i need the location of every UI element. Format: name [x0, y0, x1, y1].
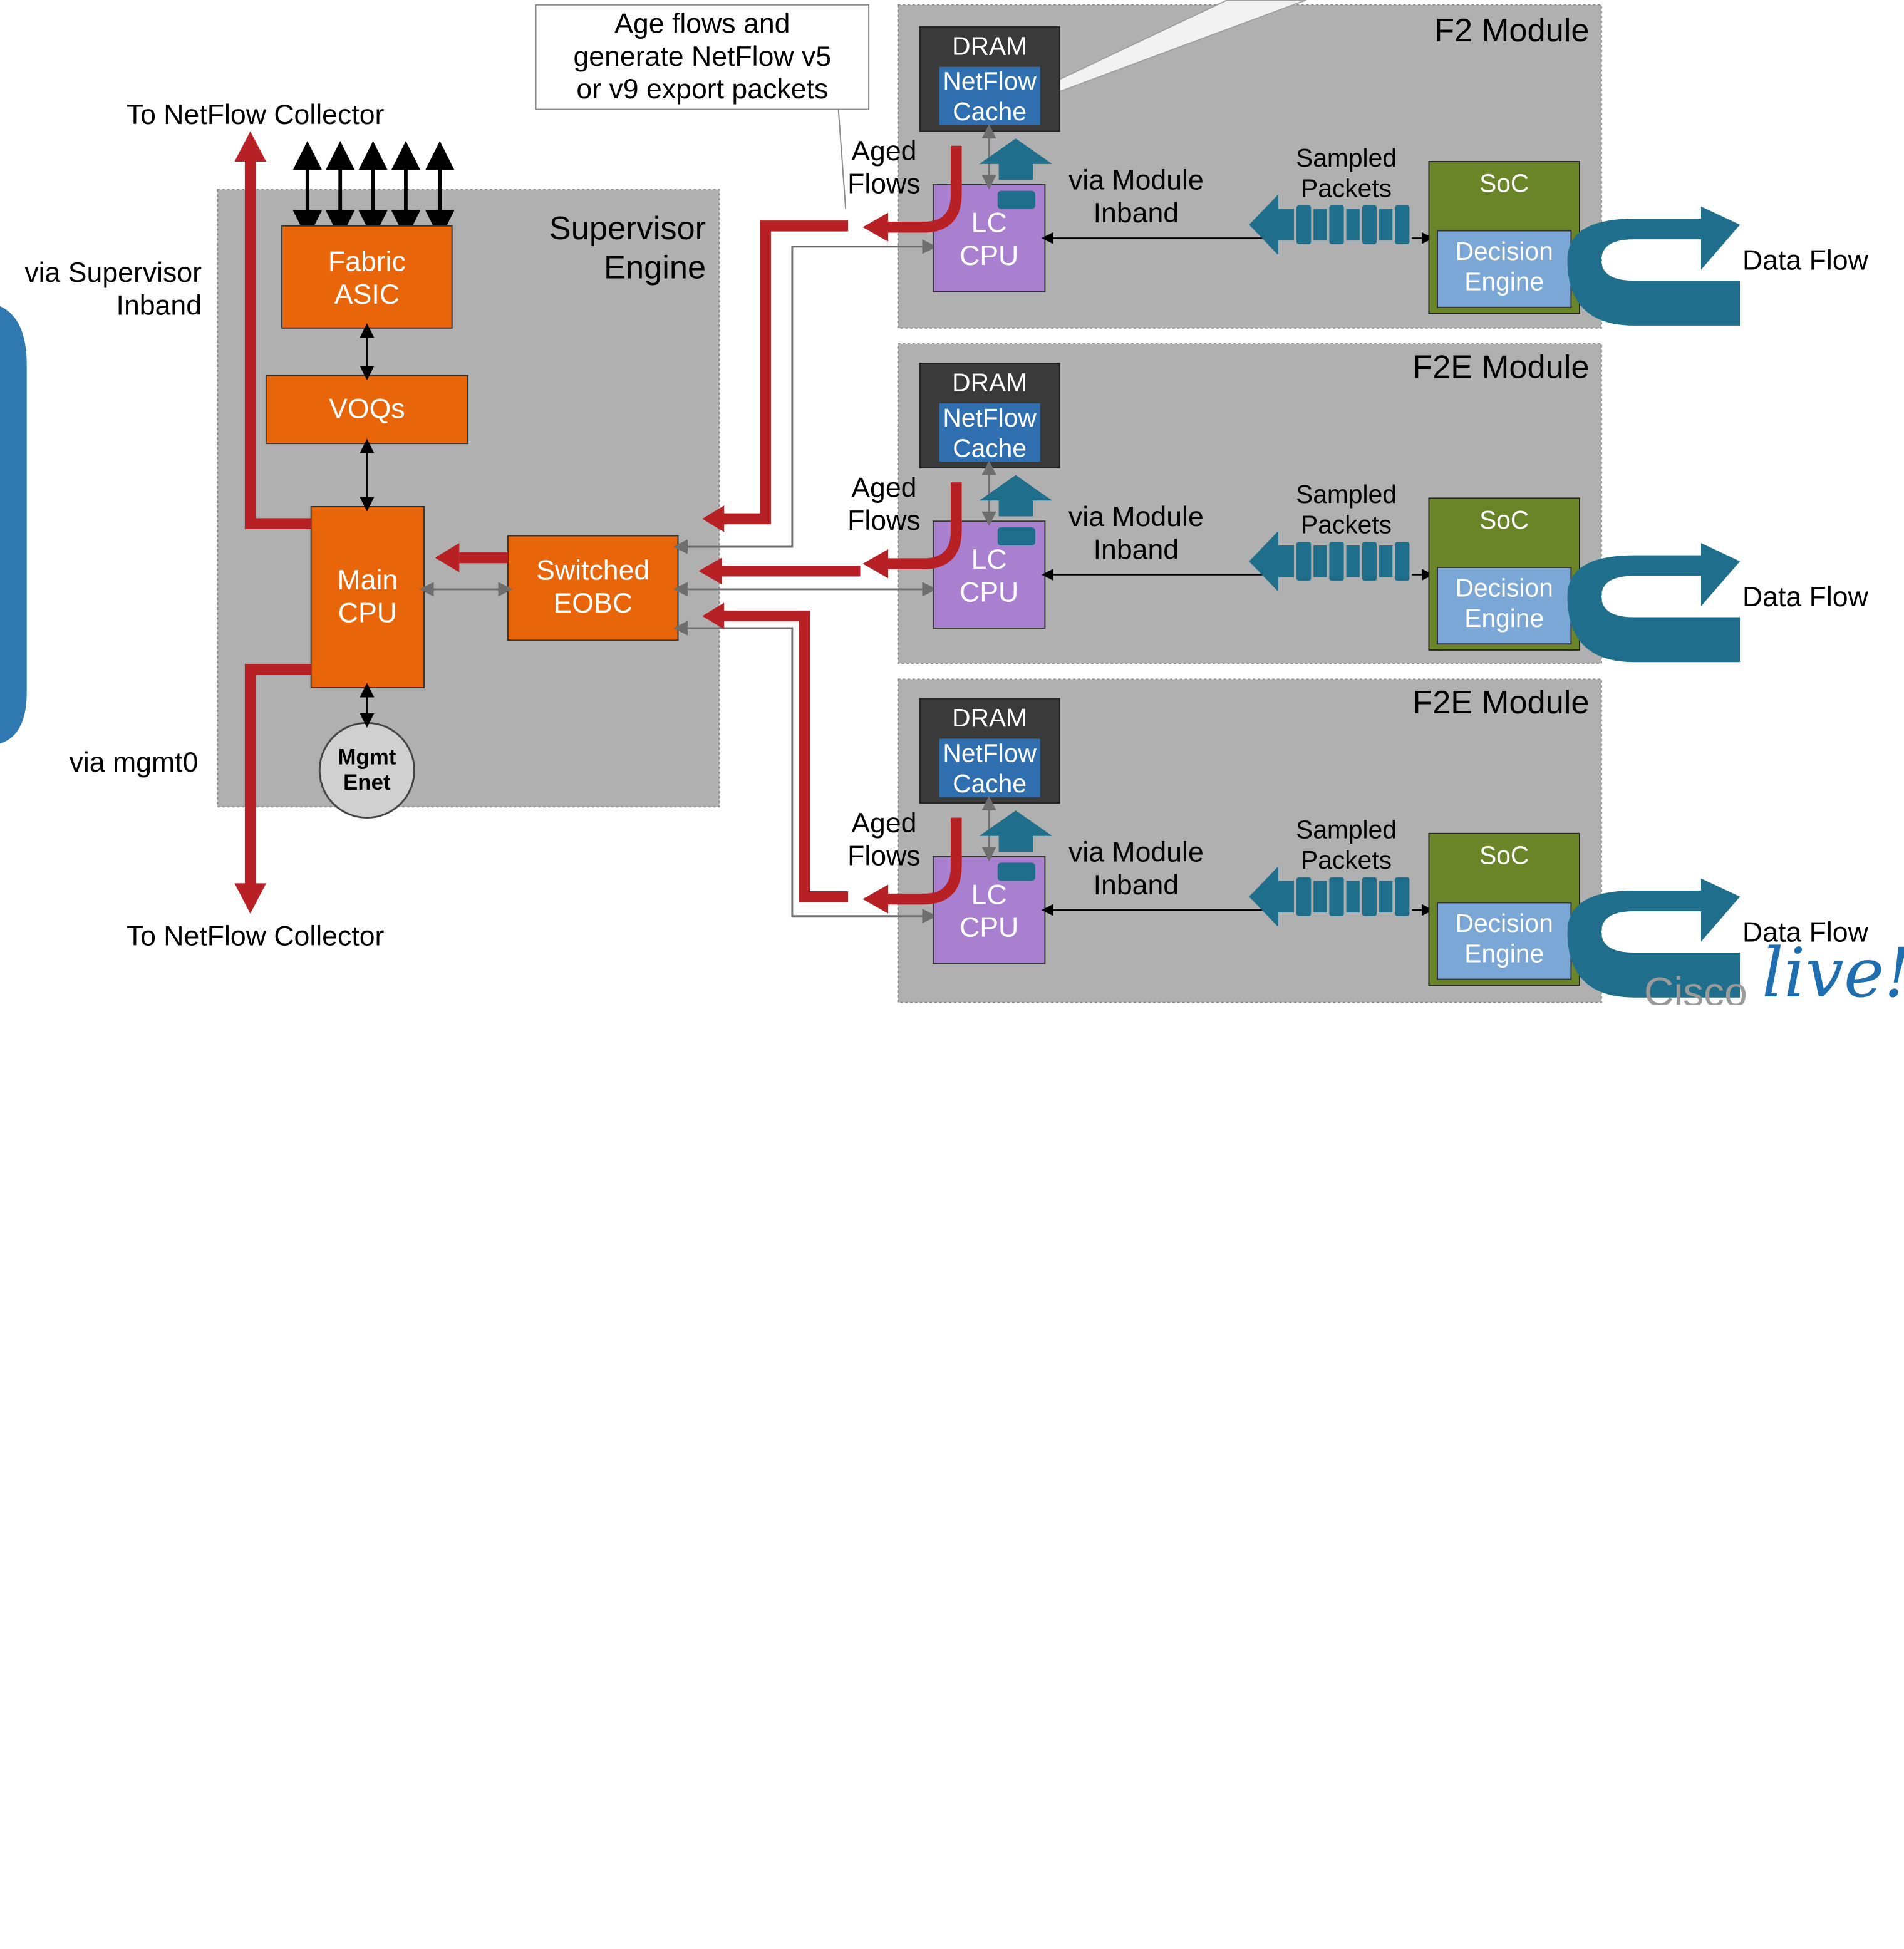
- aged-flow-arrowhead-1: [862, 212, 889, 242]
- data-flow-label-3: Data Flow: [1742, 916, 1868, 948]
- sampled-packet-2-3: [1359, 539, 1379, 584]
- callout-box: [535, 4, 870, 110]
- sampled-packet-2-4: [1392, 539, 1412, 584]
- sampled-packet-1-2: [1327, 202, 1347, 247]
- decision-engine-box-2: [1437, 567, 1572, 645]
- netflow-cache-box-1: [939, 66, 1040, 125]
- data-flow-arrow-1: [1567, 206, 1741, 326]
- fabric-asic-box: [281, 225, 453, 329]
- module-title-2: F2E Module: [1412, 348, 1590, 385]
- sampled-packet-3-3: [1359, 874, 1379, 919]
- soc-label-2: SoC: [1479, 506, 1529, 535]
- collector-label-top: To NetFlow Collector: [126, 98, 385, 130]
- netflow-cache-box-2: [939, 403, 1040, 462]
- netflow-cache-box-3: [939, 738, 1040, 797]
- main-cpu-box: [310, 506, 425, 689]
- callout-pointer-line: [837, 109, 847, 209]
- sampled-packet-2-1: [1294, 539, 1314, 584]
- sampled-packet-3-4: [1392, 874, 1412, 919]
- sampled-packet-1-4: [1392, 202, 1412, 247]
- sampled-packet-3-1: [1294, 874, 1314, 919]
- collector-label-bottom: To NetFlow Collector: [126, 919, 385, 952]
- module-title-3: F2E Module: [1412, 684, 1590, 721]
- lc-cpu-chip-2: [997, 527, 1035, 546]
- dram-label-2: DRAM: [952, 369, 1028, 398]
- eobc-module-links: [673, 239, 937, 924]
- module-title-1: F2 Module: [1434, 12, 1590, 49]
- decision-engine-box-3: [1437, 902, 1572, 980]
- data-flow-label-2: Data Flow: [1742, 581, 1868, 613]
- sampled-packet-1-3: [1359, 202, 1379, 247]
- export-arrowheads: [234, 131, 725, 914]
- data-flow-label-1: Data Flow: [1742, 244, 1868, 276]
- aged-flow-arrowhead-2: [862, 549, 889, 579]
- side-accent-strip: [0, 306, 27, 744]
- soc-label-3: SoC: [1479, 842, 1529, 871]
- netflow-export-paths: [244, 160, 861, 902]
- data-flow-arrow-2: [1567, 543, 1741, 663]
- aged-flow-path-1: [884, 145, 962, 233]
- cache-write-arrow-3: [979, 810, 1053, 852]
- data-flow-arrow-3: [1567, 878, 1741, 998]
- cache-write-arrow-2: [979, 475, 1053, 517]
- cache-write-arrow-1: [979, 138, 1053, 180]
- aged-flow-path-3: [884, 817, 962, 905]
- sampled-packet-1-1: [1294, 202, 1314, 247]
- dram-label-1: DRAM: [952, 33, 1028, 61]
- fabric-uplinks: [292, 141, 455, 240]
- decision-engine-box-1: [1437, 230, 1572, 308]
- sampled-packet-3-2: [1327, 874, 1347, 919]
- voqs-label: VOQs: [329, 392, 405, 425]
- aged-flow-arrowhead-3: [862, 884, 889, 914]
- aged-flow-path-2: [884, 482, 962, 569]
- lc-cpu-chip-3: [997, 862, 1035, 881]
- dram-label-3: DRAM: [952, 705, 1028, 733]
- via-mgmt0-label: via mgmt0: [69, 746, 199, 778]
- sampled-packet-2-2: [1327, 539, 1347, 584]
- cisco-live-logo: Cisco live!: [1643, 941, 1904, 1005]
- soc-label-1: SoC: [1479, 170, 1529, 199]
- lc-cpu-chip-1: [997, 190, 1035, 209]
